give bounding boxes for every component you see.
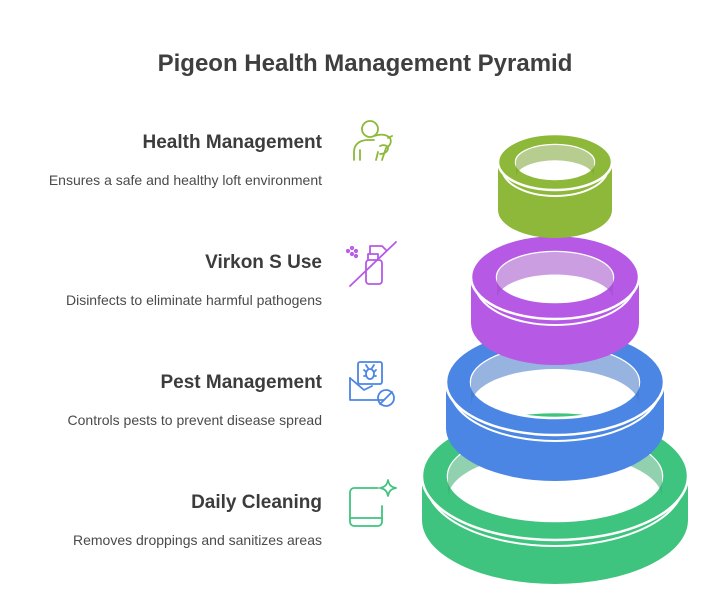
ring-side-pest-management	[446, 382, 664, 481]
level-description-health-management: Ensures a safe and healthy loft environm…	[48, 172, 322, 188]
level-title-virkon-s-use: Virkon S Use	[205, 252, 322, 273]
ring-edge-daily-cleaning	[425, 481, 685, 547]
level-description-virkon-s-use: Disinfects to eliminate harmful pathogen…	[65, 292, 322, 308]
ring-side-virkon-s-use	[471, 277, 639, 365]
ring-side-daily-cleaning	[422, 476, 688, 584]
ring-inner-pest-management	[471, 346, 639, 405]
diagram-title: Pigeon Health Management Pyramid	[157, 50, 573, 77]
ring-inner-health-management	[516, 145, 594, 178]
level-title-daily-cleaning: Daily Cleaning	[191, 492, 322, 513]
clean-sparkle-icon	[344, 476, 400, 532]
ring-virkon-s-use	[469, 233, 641, 365]
ring-top-virkon-s-use	[469, 233, 641, 321]
no-spray-icon	[344, 236, 400, 292]
ring-health-management	[496, 132, 614, 238]
level-title-pest-management: Pest Management	[160, 372, 322, 393]
level-title-health-management: Health Management	[142, 132, 322, 153]
person-with-pigeon-icon	[344, 116, 400, 172]
ring-pyramid	[420, 132, 690, 584]
pest-control-icon	[344, 356, 400, 412]
level-description-daily-cleaning: Removes droppings and sanitizes areas	[72, 532, 322, 548]
ring-top-health-management	[496, 132, 614, 192]
ring-edge-health-management	[501, 167, 609, 197]
ring-inner-virkon-s-use	[497, 252, 613, 300]
ring-edge-virkon-s-use	[474, 282, 636, 326]
level-description-pest-management: Controls pests to prevent disease spread	[67, 412, 322, 428]
ring-side-health-management	[498, 162, 612, 238]
ring-edge-pest-management	[449, 387, 661, 442]
